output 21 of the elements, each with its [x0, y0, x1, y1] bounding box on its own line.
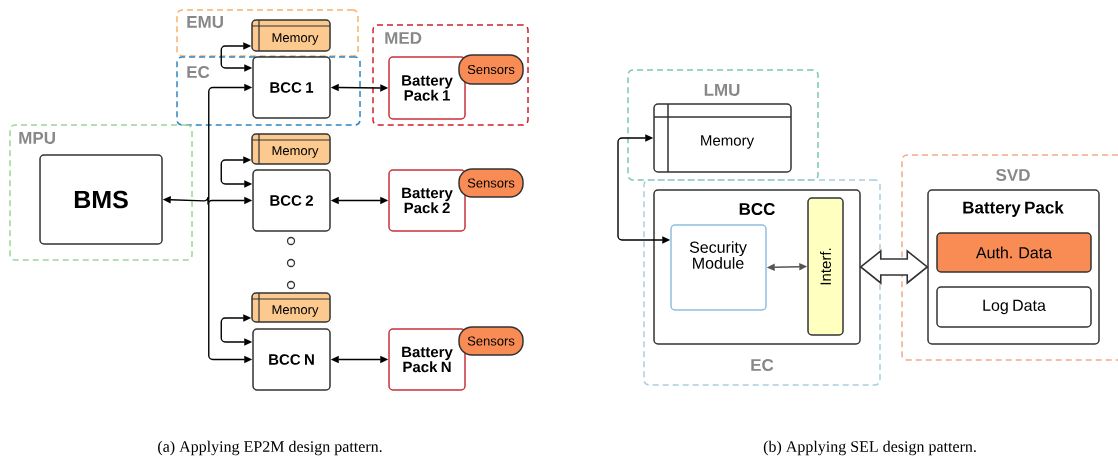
caption: (b) Applying SEL design pattern.	[763, 440, 976, 456]
component-box: BCC N	[252, 328, 331, 391]
component-box: BCC 1	[252, 56, 331, 119]
sensor-pill: Sensors	[458, 326, 524, 356]
memory-box: Memory	[251, 292, 331, 323]
component-box: BMS	[39, 154, 163, 245]
module-box: Security Module	[670, 224, 767, 311]
arrow	[859, 249, 929, 285]
battery-pack-box: Battery Pack N	[388, 328, 466, 391]
data-box: Auth. Data	[936, 232, 1092, 273]
memory-box: Memory	[251, 19, 331, 52]
battery-pack-box: Battery Pack 2	[388, 169, 466, 232]
interface-bar: Interf.	[807, 197, 844, 336]
memory-box: Memory	[653, 103, 792, 173]
battery-pack-box: Battery Pack 1	[388, 56, 466, 120]
sensor-pill: Sensors	[458, 168, 524, 198]
caption: (a) Applying EP2M design pattern.	[158, 440, 382, 456]
sensor-pill: Sensors	[458, 54, 524, 85]
component-box: Log Data	[936, 286, 1092, 328]
component-box: BCC 2	[252, 169, 331, 232]
memory-box: Memory	[251, 133, 331, 165]
